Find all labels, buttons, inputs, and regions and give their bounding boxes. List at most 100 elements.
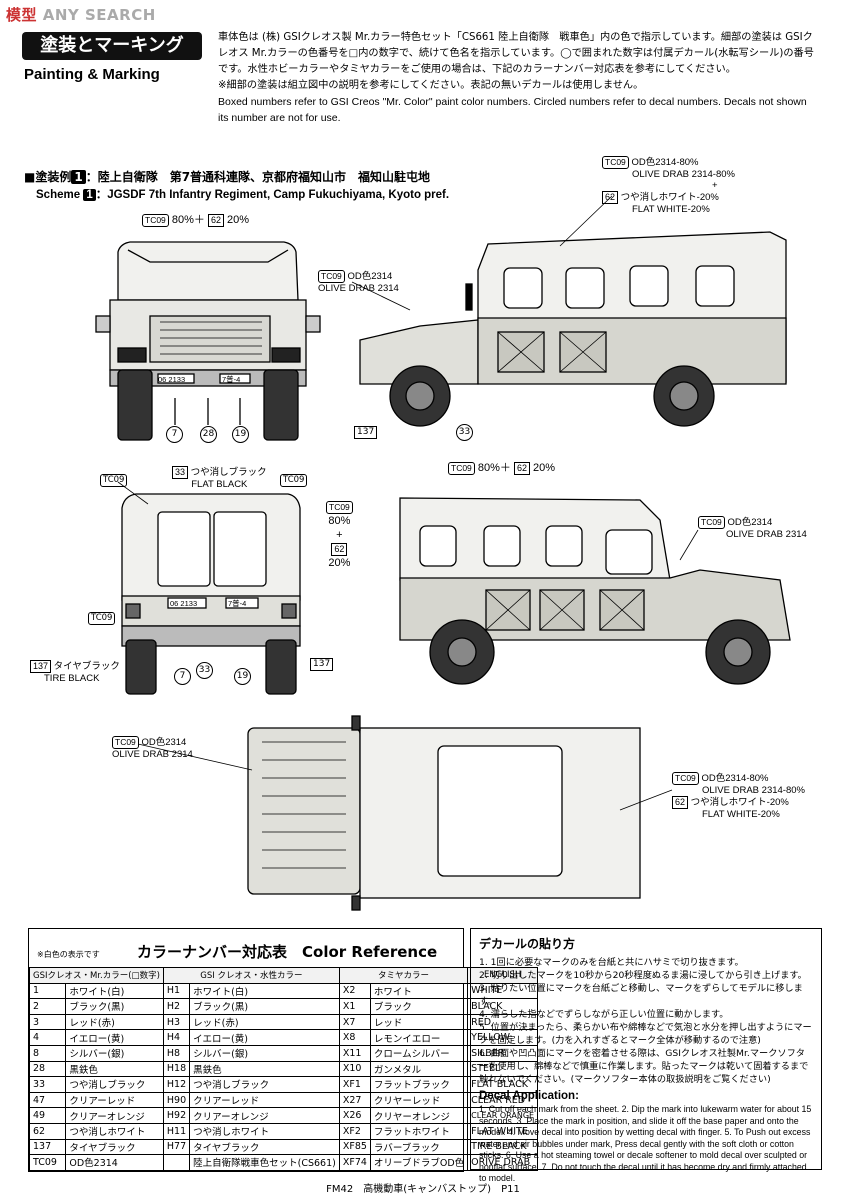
intro-jp: 車体色は (株) GSIクレオス製 Mr.カラー特色セット「CS661 陸上自衛… <box>218 32 814 75</box>
side2-top-callout: TC09 80%＋ 62 20% <box>448 462 555 475</box>
rear-tc-label: TC09 <box>100 474 128 487</box>
table-cell: 33 <box>28 1076 67 1093</box>
table-cell: つや消しブラック <box>189 1076 340 1093</box>
table-cell: イエロー(黄) <box>189 1029 340 1046</box>
table-cell: X10 <box>338 1060 371 1078</box>
table-header-row: GSIクレオス・Mr.カラー(□数字) GSI クレオス・水性カラー タミヤカラ… <box>29 967 539 984</box>
top-view-drawing <box>247 715 641 911</box>
color-table-grid: GSIクレオス・Mr.カラー(□数字) GSI クレオス・水性カラー タミヤカラ… <box>28 967 539 1171</box>
rear-view-drawing <box>121 493 301 695</box>
decal-step: 6. 曲面や凹凸面にマークを密着させる際は、GSIクレオス社製Mr.マークソフタ… <box>479 1048 809 1085</box>
table-cell: ホワイト <box>369 982 469 1000</box>
color-reference-table: ※白色の表示です カラーナンバー対応表 Color Reference GSIク… <box>28 928 539 1172</box>
decal-title-en: Decal Application: <box>479 1090 579 1102</box>
table-cell: TC09 <box>28 1154 67 1171</box>
table-cell: 黒鉄色 <box>65 1060 164 1078</box>
decal-application-box: デカールの貼り方 1. 1回に必要なマークのみを台紙と共にハサミで切り抜きます。… <box>470 928 822 1183</box>
table-cell: 137 <box>28 1138 67 1156</box>
table-cell: レッド <box>369 1013 469 1031</box>
decal-title-jp: デカールの貼り方 <box>479 937 576 951</box>
table-cell: クリアーレッド <box>189 1091 340 1109</box>
side-view-2-drawing <box>399 497 791 685</box>
table-cell: XF74 <box>338 1154 371 1171</box>
table-cell: ブラック(黒) <box>189 998 340 1015</box>
side1-top-callout: TC09 OD色2314-80% OLIVE DRAB 2314-80% + 6… <box>602 156 735 215</box>
table-cell: XF85 <box>338 1138 371 1156</box>
decal-circle: 33 <box>196 662 213 679</box>
table-cell: 8 <box>28 1044 67 1062</box>
watermark: 模型 ANY SEARCH <box>6 6 156 24</box>
decal-circle: 7 <box>166 426 183 443</box>
table-cell: クリヤーレッド <box>369 1091 469 1109</box>
table-cell: つや消しブラック <box>65 1076 164 1093</box>
table-cell: クリヤーオレンジ <box>369 1107 469 1124</box>
rear-tc-label: TC09 <box>88 612 116 625</box>
page-footer: FM42 高機動車(キャンバストップ) P11 <box>326 1184 520 1195</box>
table-cell: X11 <box>338 1044 371 1062</box>
table-title: カラーナンバー対応表 Color Reference <box>137 943 438 961</box>
table-cell: X7 <box>338 1013 371 1031</box>
decal-step: 5. 位置が決まったら、柔らかい布や綿棒などで気泡と水分を押し出すようにマークを… <box>479 1022 812 1046</box>
table-cell: イエロー(黄) <box>65 1029 164 1046</box>
table-cell: X2 <box>338 982 371 1000</box>
table-note: ※白色の表示です <box>37 950 100 959</box>
section-title-jp: 塗装とマーキング <box>22 32 202 60</box>
table-cell: H77 <box>162 1138 191 1156</box>
column-header: GSI クレオス・水性カラー <box>162 967 340 984</box>
column-header: タミヤカラー <box>338 967 469 984</box>
table-cell: H11 <box>162 1122 191 1140</box>
table-cell: ラバーブラック <box>369 1138 469 1156</box>
table-cell: ブラック(黒) <box>65 998 164 1015</box>
decal-circle: 7 <box>174 668 191 685</box>
table-cell: H2 <box>162 998 191 1015</box>
side-view-1-drawing <box>359 231 787 427</box>
column-header: ENGLISH <box>467 967 539 984</box>
table-cell: X8 <box>338 1029 371 1046</box>
table-cell: 陸上自衛隊戦車色セット(CS661) <box>189 1154 340 1171</box>
decal-step: 1. 1回に必要なマークのみを台紙と共にハサミで切り抜きます。 <box>479 957 744 968</box>
decal-circle: 19 <box>234 668 251 685</box>
table-cell: H3 <box>162 1013 191 1031</box>
table-cell: つや消しホワイト <box>65 1122 164 1140</box>
table-cell: X1 <box>338 998 371 1015</box>
decal-circle: 19 <box>232 426 249 443</box>
table-cell: H90 <box>162 1091 191 1109</box>
paint-number-box: 137 <box>354 426 378 439</box>
front-plate-unit: 7普-4 <box>222 375 241 384</box>
table-cell: H8 <box>162 1044 191 1062</box>
table-cell: X26 <box>338 1107 371 1124</box>
table-cell: レモンイエロー <box>369 1029 469 1046</box>
table-cell: X27 <box>338 1091 371 1109</box>
rear-plate-unit: 7普-4 <box>228 599 247 608</box>
table-cell: シルバー(銀) <box>189 1044 340 1062</box>
table-cell: 4 <box>28 1029 67 1046</box>
table-cell: クロームシルバー <box>369 1044 469 1062</box>
decal-step: 2. 切り出したマークを10秒から20秒程度ぬるま湯に浸してから引き上げます。 <box>479 970 807 981</box>
table-cell: つや消しホワイト <box>189 1122 340 1140</box>
intro-note: ※細部の塗装は組立図中の説明を参考にしてください。表記の無いデカールは使用しませ… <box>218 80 644 91</box>
table-cell: ホワイト(白) <box>189 982 340 1000</box>
table-cell: H12 <box>162 1076 191 1093</box>
table-cell: オリーブドラブOD色 <box>369 1154 469 1171</box>
front-top-callout: TC09 80%＋ 62 20% <box>142 214 249 227</box>
front-plate: 06 2133 <box>158 375 186 384</box>
decal-circle: 33 <box>456 424 473 441</box>
table-cell: クリアーレッド <box>65 1091 164 1109</box>
table-cell: H1 <box>162 982 191 1000</box>
table-cell: 黒鉄色 <box>189 1060 340 1078</box>
table-cell: 49 <box>28 1107 67 1124</box>
table-cell: ガンメタル <box>369 1060 469 1078</box>
